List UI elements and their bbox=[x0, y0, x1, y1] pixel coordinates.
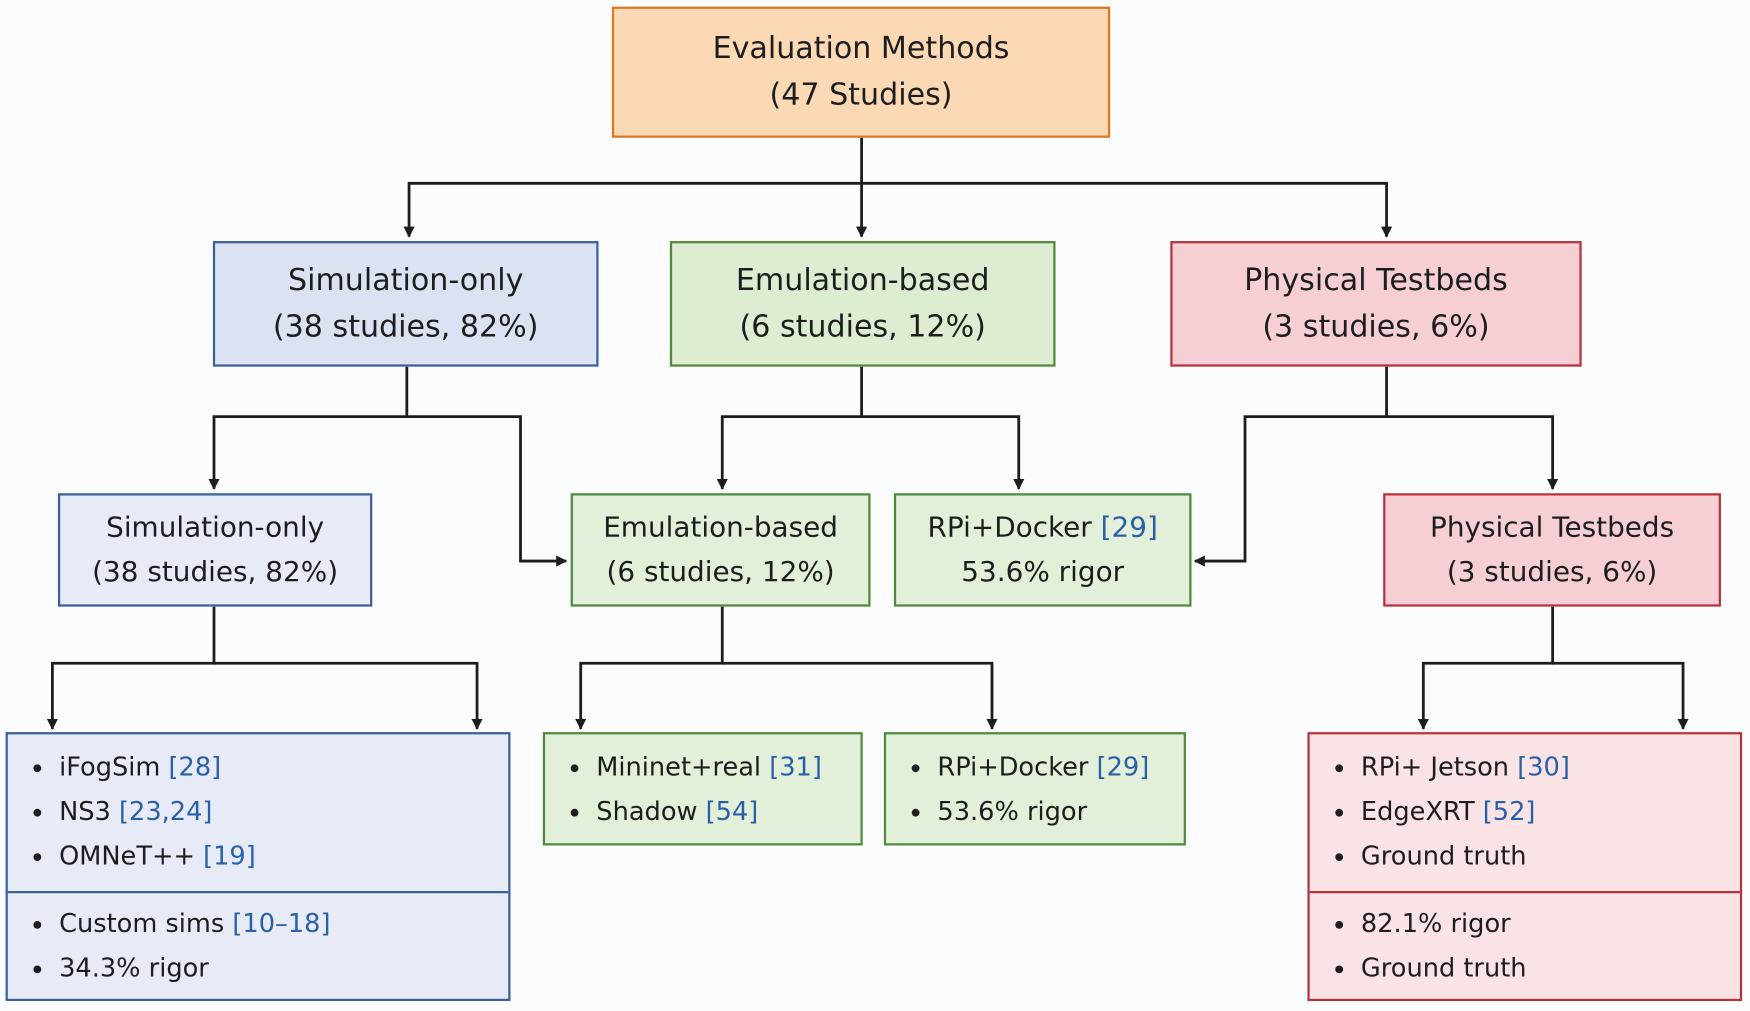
physical-subnode-title: Physical Testbeds bbox=[1430, 511, 1675, 544]
simulation-tools-list: iFogSim [28]NS3 [23,24]OMNeT++ [19] Cust… bbox=[5, 732, 511, 1002]
edge-phys2-list-right bbox=[1552, 661, 1689, 730]
list-item-ref: [10–18] bbox=[232, 909, 331, 939]
physical-node: Physical Testbeds (3 studies, 6%) bbox=[1170, 241, 1582, 367]
list-item: 53.6% rigor bbox=[886, 790, 1184, 834]
list-item-text: Mininet+real bbox=[596, 753, 762, 783]
list-item-ref: [54] bbox=[705, 797, 759, 827]
edge-phys-phys2 bbox=[1386, 415, 1559, 490]
emulation-title: Emulation-based bbox=[735, 262, 990, 298]
physical-tools-section: RPi+ Jetson [30]EdgeXRT [52]Ground truth bbox=[1310, 734, 1740, 891]
rpi-docker-tools-section: RPi+Docker [29] 53.6% rigor bbox=[886, 734, 1184, 834]
list-item-ref: [19] bbox=[203, 842, 256, 872]
edge-emu2-list-left bbox=[575, 606, 724, 730]
list-item-text: RPi+ Jetson bbox=[1360, 753, 1510, 783]
edge-sim2-list-right bbox=[214, 661, 483, 730]
rpi-docker-node: RPi+Docker [29] 53.6% rigor bbox=[893, 493, 1192, 607]
edge-root-sim bbox=[403, 136, 863, 238]
list-item-ref: [31] bbox=[769, 753, 822, 783]
list-item: Mininet+real [31] bbox=[545, 745, 860, 789]
list-item-ref: [52] bbox=[1482, 797, 1536, 827]
physical-subtitle: (3 studies, 6%) bbox=[1262, 309, 1490, 344]
physical-subnode-subtitle: (3 studies, 6%) bbox=[1446, 555, 1658, 588]
edge-emu-rpi bbox=[861, 415, 1025, 490]
physical-tools-list: RPi+ Jetson [30]EdgeXRT [52]Ground truth… bbox=[1307, 732, 1743, 1002]
rpi-docker-tools-list: RPi+Docker [29] 53.6% rigor bbox=[883, 732, 1186, 846]
list-item-text: NS3 bbox=[59, 797, 111, 827]
list-item: Ground truth bbox=[1310, 834, 1740, 878]
emulation-subnode: Emulation-based (6 studies, 12%) bbox=[570, 493, 871, 607]
list-item: Ground truth bbox=[1310, 947, 1740, 991]
list-item: Custom sims [10–18] bbox=[8, 902, 508, 946]
list-item: RPi+Docker [29] bbox=[886, 745, 1184, 789]
list-item: NS3 [23,24] bbox=[8, 790, 508, 834]
list-item-text: Ground truth bbox=[1360, 954, 1527, 984]
root-node: Evaluation Methods (47 Studies) bbox=[611, 6, 1111, 138]
list-item-text: Custom sims bbox=[59, 909, 225, 939]
list-item: EdgeXRT [52] bbox=[1310, 790, 1740, 834]
root-title: Evaluation Methods bbox=[712, 31, 1010, 66]
simulation-subnode: Simulation-only (38 studies, 82%) bbox=[57, 493, 373, 607]
list-item-text: 34.3% rigor bbox=[59, 954, 209, 984]
edge-root-phys bbox=[861, 181, 1393, 238]
list-item-text: Ground truth bbox=[1360, 842, 1527, 872]
edge-sim-emu2 bbox=[406, 415, 568, 567]
list-item-ref: [29] bbox=[1096, 753, 1150, 783]
list-item-ref: [28] bbox=[168, 753, 222, 783]
simulation-subtitle: (38 studies, 82%) bbox=[272, 309, 539, 344]
emulation-node: Emulation-based (6 studies, 12%) bbox=[669, 241, 1056, 367]
emulation-subnode-subtitle: (6 studies, 12%) bbox=[606, 555, 835, 588]
list-item: 34.3% rigor bbox=[8, 947, 508, 991]
edge-sim-sim2 bbox=[208, 366, 409, 490]
simulation-title: Simulation-only bbox=[288, 262, 524, 298]
list-item-text: RPi+Docker bbox=[937, 753, 1089, 783]
list-item-text: Shadow bbox=[596, 797, 698, 827]
physical-subnode: Physical Testbeds (3 studies, 6%) bbox=[1383, 493, 1721, 607]
list-item-text: iFogSim bbox=[59, 753, 161, 783]
rpi-docker-ref: [29] bbox=[1100, 511, 1158, 544]
edge-sim2-list-left bbox=[46, 606, 216, 730]
simulation-subnode-subtitle: (38 studies, 82%) bbox=[92, 555, 339, 588]
emulation-tools-section: Mininet+real [31]Shadow [54] bbox=[545, 734, 860, 834]
list-item: RPi+ Jetson [30] bbox=[1310, 745, 1740, 789]
list-item-text: 53.6% rigor bbox=[937, 797, 1088, 827]
list-item-ref: [23,24] bbox=[119, 797, 213, 827]
list-item-text: 82.1% rigor bbox=[1360, 909, 1511, 939]
emulation-subnode-title: Emulation-based bbox=[603, 511, 838, 544]
emulation-tools-list: Mininet+real [31]Shadow [54] bbox=[542, 732, 863, 846]
edge-phys2-list-left bbox=[1417, 606, 1555, 730]
simulation-node: Simulation-only (38 studies, 82%) bbox=[212, 241, 599, 367]
list-item: iFogSim [28] bbox=[8, 745, 508, 789]
rpi-docker-title: RPi+Docker bbox=[927, 511, 1092, 544]
list-item: Shadow [54] bbox=[545, 790, 860, 834]
edge-phys-rpi bbox=[1193, 366, 1388, 567]
list-item: 82.1% rigor bbox=[1310, 902, 1740, 946]
list-item-ref: [30] bbox=[1517, 753, 1570, 783]
root-subtitle: (47 Studies) bbox=[769, 77, 953, 113]
list-item-text: EdgeXRT bbox=[1360, 797, 1475, 827]
list-item-text: OMNeT++ bbox=[59, 842, 195, 872]
rpi-docker-title-line: RPi+Docker [29] bbox=[928, 506, 1158, 550]
list-item: OMNeT++ [19] bbox=[8, 834, 508, 878]
physical-title: Physical Testbeds bbox=[1244, 262, 1508, 298]
simulation-tools-section: iFogSim [28]NS3 [23,24]OMNeT++ [19] bbox=[8, 734, 508, 891]
rpi-docker-subtitle: 53.6% rigor bbox=[961, 555, 1125, 588]
edge-emu2-list-right bbox=[722, 661, 998, 730]
simulation-other-section: Custom sims [10–18] 34.3% rigor bbox=[7, 891, 509, 991]
emulation-subtitle: (6 studies, 12%) bbox=[739, 309, 986, 344]
edge-emu-emu2 bbox=[716, 366, 863, 490]
simulation-subnode-title: Simulation-only bbox=[106, 511, 325, 544]
